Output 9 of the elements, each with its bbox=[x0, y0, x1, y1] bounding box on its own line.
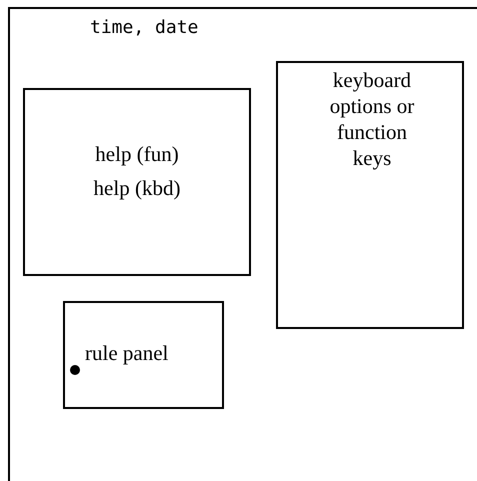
panel-label: rule panel bbox=[85, 341, 168, 366]
screen-frame bbox=[8, 7, 477, 481]
panel-box bbox=[23, 88, 251, 276]
status-label: time, date bbox=[90, 17, 198, 38]
panel-label: help (fun) bbox=[94, 142, 180, 167]
panel-box bbox=[276, 61, 464, 329]
panel-box bbox=[63, 301, 224, 409]
panel-label: keyboard options or function keys bbox=[328, 67, 416, 171]
panel-label: help (kbd) bbox=[92, 176, 182, 201]
